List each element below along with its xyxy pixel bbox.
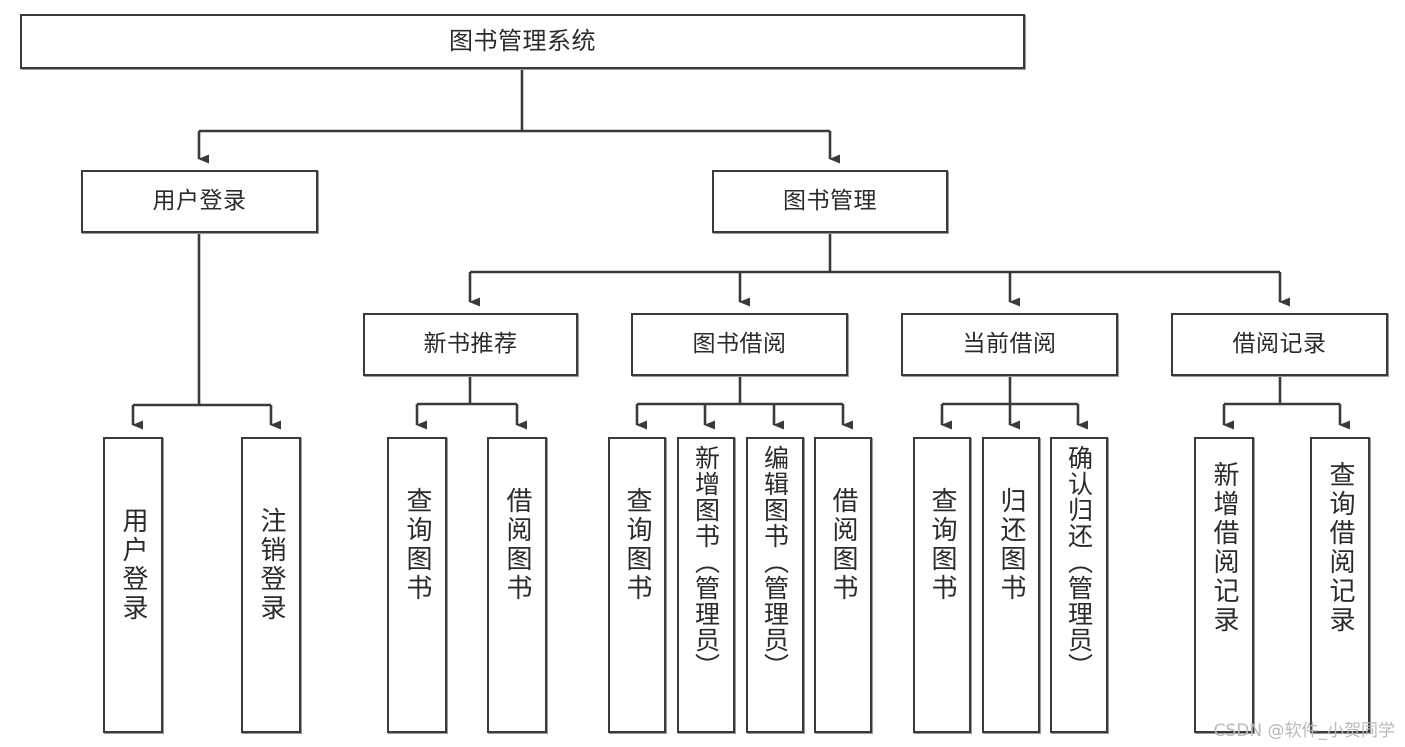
node-label: 归还图书 [996, 487, 1026, 603]
node-book-borrow[interactable]: 图书借阅 [631, 313, 848, 376]
node-label: 查询图书 [927, 487, 957, 603]
leaf-current-borrow-return-book[interactable]: 归还图书 [982, 437, 1040, 733]
leaf-book-borrow-borrow-book[interactable]: 借阅图书 [814, 437, 872, 733]
node-new-book-recommend[interactable]: 新书推荐 [363, 313, 578, 376]
leaf-book-borrow-edit-book-admin[interactable]: 编辑图书（管理员） [746, 437, 804, 733]
node-label: 当前借阅 [962, 330, 1057, 357]
leaf-user-login-logout[interactable]: 注销登录 [241, 437, 301, 733]
leaf-book-borrow-add-book-admin[interactable]: 新增图书（管理员） [677, 437, 735, 733]
node-label: 确认归还（管理员） [1064, 445, 1094, 679]
leaf-book-borrow-query-book[interactable]: 查询图书 [608, 437, 666, 733]
node-user-login[interactable]: 用户登录 [81, 170, 318, 233]
node-label: 新书推荐 [423, 330, 518, 357]
node-label: 查询图书 [402, 487, 432, 603]
node-book-management[interactable]: 图书管理 [712, 170, 948, 233]
leaf-current-borrow-confirm-return-admin[interactable]: 确认归还（管理员） [1050, 437, 1108, 733]
leaf-user-login-login[interactable]: 用户登录 [103, 437, 163, 733]
node-label: 编辑图书（管理员） [760, 445, 790, 679]
leaf-new-book-borrow-book[interactable]: 借阅图书 [487, 437, 547, 733]
node-label: 图书管理 [783, 187, 877, 214]
leaf-new-book-query-book[interactable]: 查询图书 [387, 437, 447, 733]
node-label: 查询借阅记录 [1325, 461, 1355, 635]
node-label: 借阅图书 [828, 487, 858, 603]
node-borrow-record[interactable]: 借阅记录 [1171, 313, 1388, 376]
leaf-borrow-record-add-record[interactable]: 新增借阅记录 [1194, 437, 1254, 733]
csdn-watermark: CSDN @软件_小贺同学 [1213, 721, 1395, 741]
node-label: 用户登录 [152, 187, 247, 214]
node-label: 新增借阅记录 [1209, 461, 1239, 635]
node-label: 注销登录 [256, 507, 286, 623]
node-current-borrow[interactable]: 当前借阅 [901, 313, 1118, 376]
node-label: 新增图书（管理员） [691, 445, 721, 679]
node-label: 查询图书 [622, 487, 652, 603]
leaf-current-borrow-query-book[interactable]: 查询图书 [913, 437, 971, 733]
node-label: 借阅图书 [502, 487, 532, 603]
node-root-system[interactable]: 图书管理系统 [20, 14, 1025, 69]
node-label: 借阅记录 [1232, 330, 1327, 357]
leaf-borrow-record-query-record[interactable]: 查询借阅记录 [1310, 437, 1370, 733]
node-label: 图书借阅 [692, 330, 787, 357]
node-label: 用户登录 [118, 507, 148, 623]
node-label: 图书管理系统 [449, 27, 596, 56]
